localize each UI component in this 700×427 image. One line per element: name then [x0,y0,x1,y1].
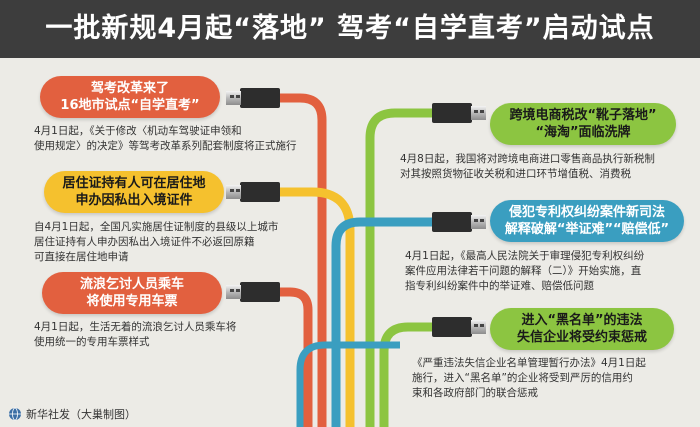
pill-line: “海淘”面临洗牌 [535,125,631,140]
pill-line: 解释破解“举证难”“赔偿低” [504,222,670,237]
pill-line: 失信企业将受约束惩戒 [516,330,647,345]
heading-pill-residence-permit: 居住证持有人可在居住地 申办因私出入境证件 [44,171,224,213]
description-cross-border-tax: 4月8日起，我国将对跨境电商进口零售商品执行新税制 对其按照货物征收关税和进口环… [400,153,655,180]
description-patent-dispute: 4月1日起，《最高人民法院关于审理侵犯专利权纠纷 案件应用法律若干问题的解释（二… [405,250,645,292]
heading-pill-driving-exam: 驾考改革来了 16地市试点“自学直考” [40,76,220,118]
heading-pill-cross-border-tax: 跨境电商税改“靴子落地” “海淘”面临洗牌 [490,103,676,145]
pill-line: 驾考改革来了 [90,81,169,96]
pill-line: 进入“黑名单”的违法 [521,313,643,328]
heading-pill-blacklist: 进入“黑名单”的违法 失信企业将受约束惩戒 [490,308,674,350]
credit-text: 新华社发（大巢制图） [26,408,136,421]
description-blacklist: 《严重违法失信企业名单管理暂行办法》4月1日起 施行，进入“黑名单”的企业将受到… [412,357,646,399]
heading-pill-patent-dispute: 侵犯专利权纠纷案件新司法 解释破解“举证难”“赔偿低” [490,200,684,242]
usb-plug-icon [432,317,486,337]
description-vagrant-ticket: 4月1日起，生活无着的流浪乞讨人员乘车将 使用统一的专用车票样式 [34,321,237,348]
usb-plug-icon [226,182,280,202]
header-bar: 一批新规4月起“落地” 驾考“自学直考”启动试点 [0,0,700,58]
description-driving-exam: 4月1日起，《关于修改〈机动车驾驶证申领和 使用规定〉的决定》等驾考改革系列配套… [34,125,297,152]
pill-line: 侵犯专利权纠纷案件新司法 [508,205,665,220]
pill-line: 跨境电商税改“靴子落地” [509,108,657,123]
heading-pill-vagrant-ticket: 流浪乞讨人员乘车 将使用专用车票 [42,272,222,314]
usb-plug-icon [226,282,280,302]
pill-line: 流浪乞讨人员乘车 [79,277,184,292]
usb-plug-icon [226,88,280,108]
pill-line: 居住证持有人可在居住地 [62,176,206,191]
footer-credit: 新华社发（大巢制图） [8,405,136,423]
description-residence-permit: 自4月1日起，全国凡实施居住证制度的县级以上城市 居住证持有人申办因私出入境证件… [34,221,279,263]
pill-line: 将使用专用车票 [86,294,178,309]
pill-line: 16地市试点“自学直考” [60,98,200,113]
pill-line: 申办因私出入境证件 [75,193,193,208]
xinhua-globe-icon [9,407,21,421]
usb-plug-icon [432,212,486,232]
usb-plug-icon [432,103,486,123]
page-title: 一批新规4月起“落地” 驾考“自学直考”启动试点 [45,13,655,44]
